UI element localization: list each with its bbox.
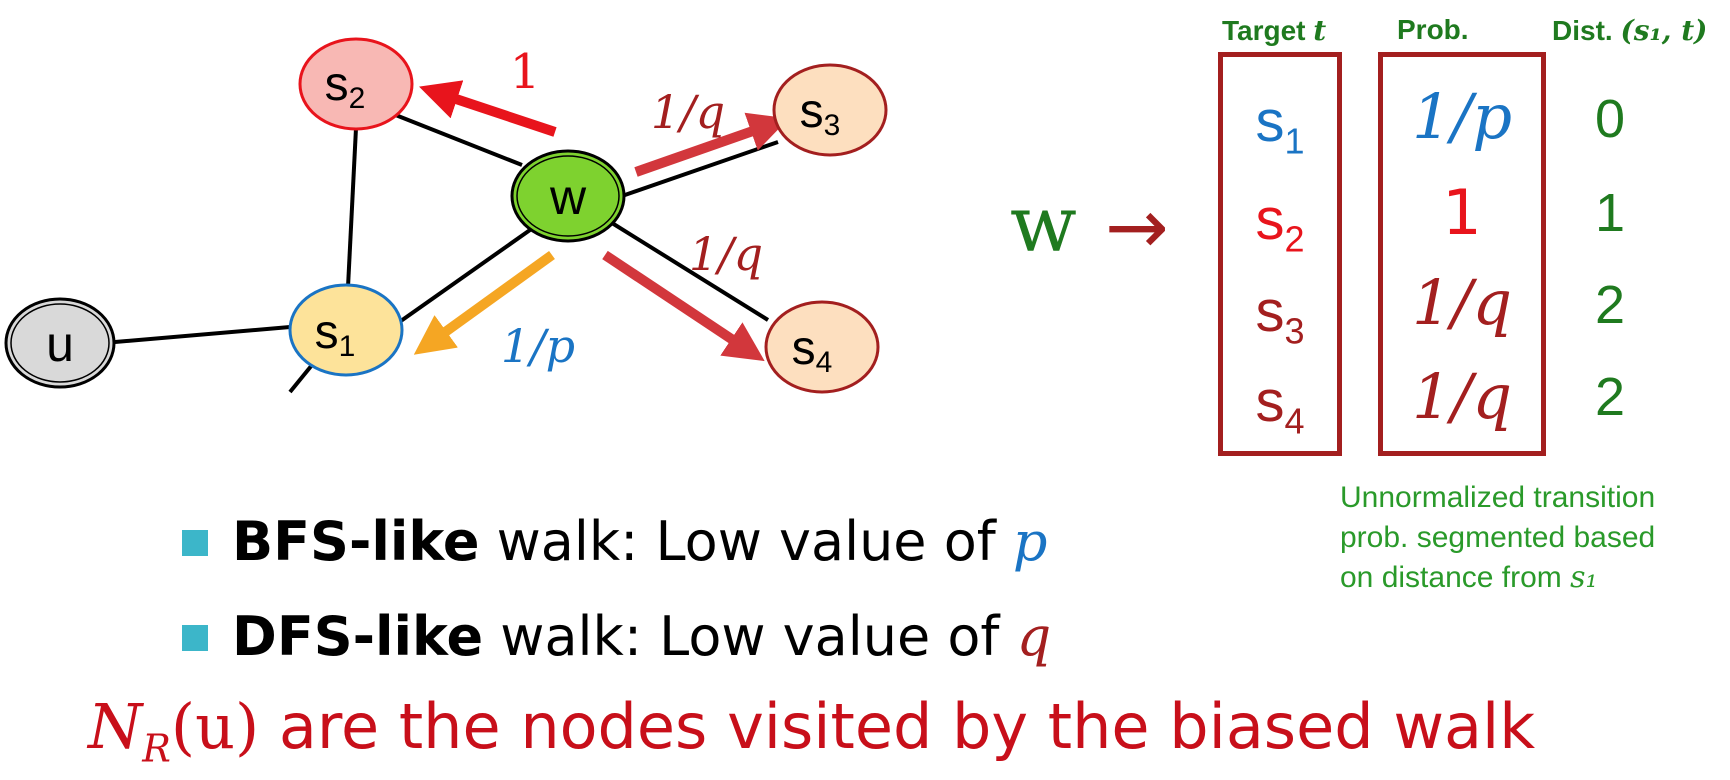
arrow-to-s4 (602, 250, 765, 362)
edge-label-to-s3: 1/q (651, 85, 725, 139)
svg-text:s1: s1 (315, 306, 356, 363)
edge-s2-w (387, 110, 523, 167)
header-target: Target t (1222, 14, 1326, 47)
node-s1-sub: 1 (339, 330, 356, 363)
bullet-marker-1 (182, 530, 208, 556)
svg-text:s4: s4 (792, 322, 833, 379)
row-1-prob: 1/p (1411, 80, 1513, 153)
row-3-prob: 1/q (1411, 266, 1513, 339)
table-note-var: s₁ (1570, 560, 1598, 595)
edge-s1-w (396, 228, 532, 325)
header-dist: Dist. (s₁, t) (1552, 14, 1707, 47)
node-w-label: w (549, 169, 587, 225)
footer-text: are the nodes visited by the biased walk (259, 690, 1536, 763)
edge-label-to-s2: 1 (510, 44, 541, 100)
table-note: Unnormalized transition prob. segmented … (1340, 478, 1670, 598)
table-note-text: Unnormalized transition prob. segmented … (1340, 481, 1656, 594)
bullet-bfs: BFS-like walk: Low value of p (232, 510, 1048, 573)
node-u-label: u (46, 316, 74, 372)
svg-text:s2: s2 (325, 58, 366, 115)
row-2-prob: 1 (1442, 176, 1482, 249)
arrow-to-s2 (419, 80, 557, 137)
graph-edges (114, 110, 779, 394)
row-3-target: s3 (1255, 279, 1305, 352)
node-u: u (4, 297, 116, 389)
header-target-var: t (1313, 14, 1327, 47)
source-node-w: w (1010, 180, 1077, 270)
header-target-label: Target (1222, 15, 1306, 46)
node-w: w (510, 149, 626, 243)
row-4-prob: 1/q (1411, 360, 1513, 433)
bullet-marker-2 (182, 625, 208, 651)
arrow-to-s1 (413, 250, 555, 355)
footer-math-n: N (88, 690, 143, 763)
edge-label-to-s4: 1/q (689, 227, 763, 281)
prob-column-box (1378, 52, 1546, 456)
row-2-dist: 1 (1594, 183, 1626, 243)
footer-math-arg: (u) (170, 690, 260, 763)
row-4-target: s4 (1255, 369, 1305, 442)
arrow-to-s3 (634, 112, 789, 177)
header-prob: Prob. (1397, 14, 1469, 45)
edge-s1-stub (288, 363, 314, 394)
footer-math-sub: R (142, 726, 171, 771)
node-s3-sub: 3 (824, 109, 841, 142)
node-s4-label: s (792, 322, 816, 375)
edge-label-to-s1: 1/p (501, 319, 575, 373)
node-s2: s2 (298, 37, 414, 131)
graph-diagram: u s1 s2 w s3 s4 1 1/q 1/q 1/p (4, 37, 888, 394)
row-1-dist: 0 (1594, 89, 1626, 149)
target-column-box (1218, 52, 1342, 456)
bullet-dfs: DFS-like walk: Low value of q (232, 605, 1052, 668)
node-s4-sub: 4 (816, 346, 833, 379)
edge-s1-s2 (346, 127, 358, 288)
header-dist-vars: (s₁, t) (1620, 14, 1708, 47)
row-1-target: s1 (1255, 89, 1305, 162)
right-arrow-icon: → (1105, 182, 1169, 271)
node-s2-sub: 2 (349, 82, 366, 115)
edge-w-s4 (610, 221, 770, 322)
node-s4: s4 (764, 300, 880, 394)
header-dist-label: Dist. (1552, 15, 1613, 46)
node-s3-label: s (800, 85, 824, 138)
footer-statement: NR(u) are the nodes visited by the biase… (88, 690, 1535, 770)
node-s1-label: s (315, 306, 339, 359)
edge-w-s3 (621, 140, 779, 198)
row-3-dist: 2 (1594, 275, 1626, 335)
row-2-target: s2 (1255, 187, 1305, 260)
node-s1: s1 (288, 283, 404, 377)
node-s2-label: s (325, 58, 349, 111)
node-s3: s3 (772, 63, 888, 157)
row-4-dist: 2 (1594, 367, 1626, 427)
svg-text:s3: s3 (800, 85, 841, 142)
edge-u-s1 (114, 325, 291, 344)
